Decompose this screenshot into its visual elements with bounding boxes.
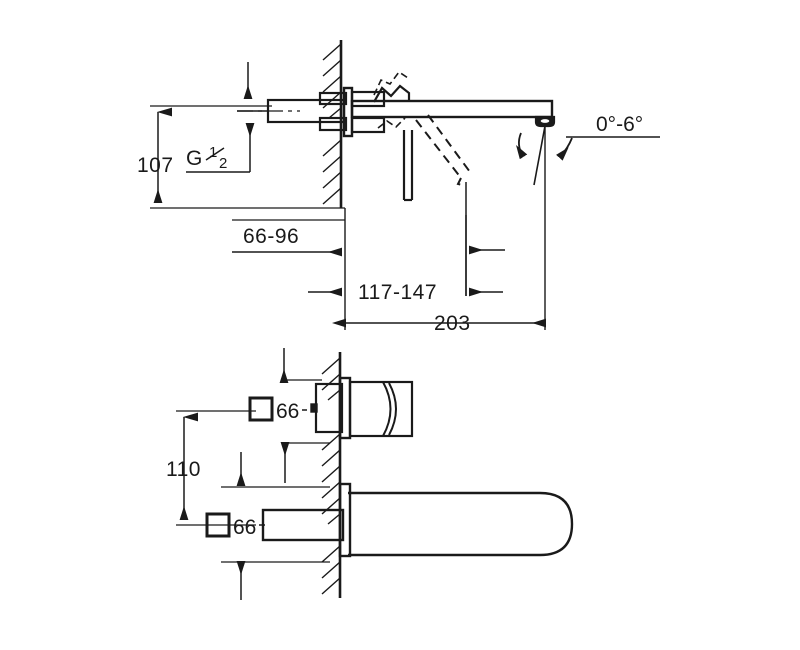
square-66-lower-label: 66 (233, 516, 256, 539)
dim-117147-label: 117-147 (358, 281, 437, 304)
dim-107-label: 107 (137, 154, 174, 177)
wall-connector-body (318, 91, 348, 132)
spout-body-inner (261, 508, 345, 542)
section-break-solid (373, 84, 411, 103)
section-break-lines (373, 70, 409, 129)
angle-label: 0°-6° (596, 113, 643, 136)
valve-stem-nub (310, 403, 318, 413)
wall-hatching-upper (322, 43, 342, 205)
thread-fraction-bar (205, 147, 225, 161)
square-profile-icon-upper (248, 396, 274, 422)
view-front-elevation: 110 66 66 (166, 348, 574, 600)
thread-label-group: G 1 2 (186, 123, 255, 173)
thread-fraction-denominator: 2 (219, 155, 227, 172)
spout-arm (350, 99, 554, 119)
view-side-elevation: 0°-6° 107 G 1 2 (137, 40, 660, 335)
square-profile-icon-lower (205, 512, 231, 538)
thread-label-g: G (186, 147, 203, 170)
lever-hidden-outline (415, 114, 471, 187)
valve-handle-arc (382, 381, 397, 437)
valve-handle (348, 380, 414, 438)
outlet-tilt-line (533, 125, 546, 186)
dim-6696-label: 66-96 (243, 225, 299, 248)
thread-fraction-numerator: 1 (209, 144, 217, 161)
wall-hatching-lower (321, 357, 341, 595)
mixer-body-section (350, 90, 386, 134)
dim-110-label: 110 (166, 458, 201, 481)
escutcheon-plate-spout (338, 482, 352, 558)
angle-indicator-arrows (516, 132, 573, 161)
dim-203-label: 203 (434, 312, 471, 335)
spout-plan-outline (348, 491, 574, 557)
body-lower-extension (402, 130, 414, 202)
square-66-upper-label: 66 (276, 400, 299, 423)
aerator-outlet (534, 115, 556, 128)
